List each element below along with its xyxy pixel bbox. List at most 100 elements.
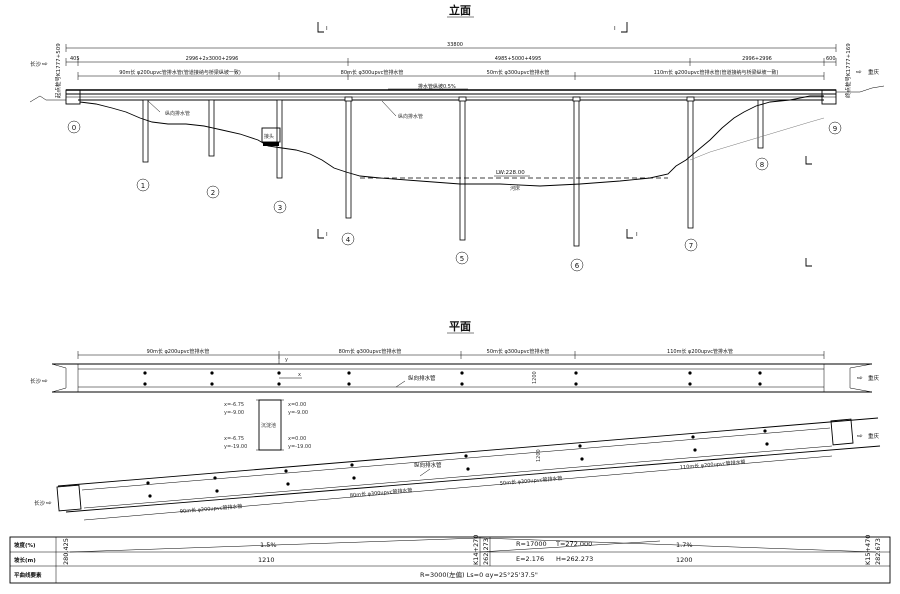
- plan-bottom-note-3: 50m长 φ300upvc管排水管: [500, 475, 563, 487]
- pier-number-1: 1: [136, 178, 150, 192]
- drain-label-left: 纵向排水管: [165, 110, 190, 117]
- curve-t: T=272.000: [555, 540, 592, 548]
- axis-x-label: x: [298, 372, 301, 378]
- axis-y-label: y: [285, 357, 288, 363]
- plan-pipe-note-2: 80m长 φ300upvc管排水管: [339, 348, 402, 355]
- svg-text:7: 7: [689, 242, 693, 250]
- plan-pipe-note-3: 50m长 φ300upvc管排水管: [487, 348, 550, 355]
- sump-label: 沉淀池: [261, 422, 276, 429]
- left-end-dim: 405: [70, 56, 80, 62]
- left-arrow-icon: ⇨: [42, 60, 48, 68]
- terrain: LW:228.00 河床: [79, 95, 825, 192]
- span-dimensions: 405 2996+2x3000+2996 4985+5000+4995 2996…: [65, 56, 837, 66]
- right-elevation: 282.673: [874, 538, 882, 565]
- plan-right-arrow-icon: ⇨: [857, 374, 863, 382]
- section-mark-label: I: [326, 26, 328, 32]
- slope-1: 1.5%: [260, 541, 277, 549]
- row-length: 坡长(m): [14, 556, 36, 564]
- right-end-dim: 600: [826, 56, 836, 62]
- coord-y1: y=-9.00: [224, 410, 244, 416]
- drain-label-mid: 纵向排水管: [398, 113, 423, 120]
- plan-pipe-note-1: 90m长 φ200upvc管排水管: [147, 348, 210, 355]
- section-mark-label: I: [636, 232, 638, 238]
- pipe-note-2: 80m长 φ300upvc管排水管: [341, 69, 404, 76]
- slope-2: 1.7%: [676, 541, 693, 549]
- start-station: 起点桩号K1777+509: [54, 43, 62, 98]
- abutment-left: [65, 89, 81, 105]
- span-dim-1: 2996+2x3000+2996: [186, 56, 239, 62]
- svg-text:1: 1: [141, 182, 145, 190]
- pier-number-0: 0: [67, 120, 81, 134]
- pvi-station: K14+270: [472, 535, 480, 565]
- pier-number-7: 7: [684, 238, 698, 252]
- pier-number-8: 8: [755, 157, 769, 171]
- curve-h: H=262.273: [556, 555, 593, 563]
- section-mark-label: I: [326, 232, 328, 238]
- svg-text:3: 3: [278, 204, 282, 212]
- row-curve: 平曲线要素: [14, 571, 42, 579]
- water-level: LW:228.00: [496, 170, 525, 176]
- plan-view: 平面 90m长 φ200upvc管排水管 80m长 φ300upvc管排水管 5…: [30, 320, 881, 521]
- plan-skew-bridge: 纵向排水管 1200 长沙 ⇨ ⇨ 重庆 90m长 φ200upvc管排水管 8…: [34, 417, 881, 521]
- pipe-note-4: 110m长 φ200upvc管排水管(管道接纳与桥梁纵坡一致): [654, 69, 779, 76]
- svg-text:2: 2: [211, 189, 215, 197]
- pipe-dimensions: 90m长 φ200upvc管排水管(管道接纳与桥梁纵坡一致) 80m长 φ300…: [77, 69, 825, 80]
- curve-e: E=2.176: [516, 555, 544, 563]
- section-mark-label: I: [614, 26, 616, 32]
- pipe-note-1: 90m长 φ200upvc管排水管(管道接纳与桥梁纵坡一致): [119, 69, 241, 76]
- svg-text:5: 5: [460, 255, 464, 263]
- bridge-deck: 排水管纵坡0.5%: [29, 83, 885, 105]
- pier-number-2: 2: [206, 185, 220, 199]
- pier-5: [459, 99, 466, 241]
- row-slope: 坡度(%): [14, 541, 36, 549]
- pvi-elevation: 262.273: [482, 538, 490, 565]
- pier-3: [276, 99, 283, 179]
- left-direction: 长沙: [30, 60, 42, 68]
- plan-left-dir-top: 长沙: [30, 377, 42, 385]
- span-dim-3: 2996+2996: [742, 56, 772, 62]
- coord-x1: x=-6.75: [224, 402, 244, 408]
- length-2: 1200: [676, 556, 693, 564]
- pier-number-4: 4: [341, 232, 355, 246]
- coord-y2: y=-9.00: [288, 410, 308, 416]
- plan-width-bottom: 1200: [536, 449, 542, 462]
- pier-8: [757, 99, 764, 149]
- plan-left-arrow-icon: ⇨: [42, 377, 48, 385]
- pier-numbers: 0 1 2 3 4 5 6 7 8 9: [67, 120, 842, 272]
- pier-number-5: 5: [455, 251, 469, 265]
- joint-detail: 接头: [261, 127, 281, 146]
- riverbed-label: 河床: [510, 185, 520, 192]
- overall-length: 33800: [447, 42, 463, 48]
- svg-text:9: 9: [833, 125, 837, 133]
- plan-drain-label-top: 纵向排水管: [408, 374, 436, 382]
- right-arrow-icon: ⇨: [856, 68, 862, 76]
- abutment-right: [821, 89, 837, 105]
- left-elevation: 280.425: [62, 538, 70, 565]
- sump: 沉淀池: [256, 399, 284, 451]
- plan-straight-bridge: 纵向排水管 1200 长沙 ⇨ ⇨ 重庆: [30, 363, 880, 393]
- horizontal-curve: R=3000(左偏) Ls=0 αy=25°25'37.5": [420, 570, 538, 579]
- overall-dimension: 33800: [65, 42, 837, 52]
- coord-y4: y=-19.00: [288, 444, 311, 450]
- right-direction: 重庆: [868, 68, 880, 76]
- plan-drain-label-bottom: 纵向排水管: [414, 461, 442, 469]
- svg-text:6: 6: [575, 262, 580, 270]
- pier-number-6: 6: [570, 258, 584, 272]
- plan-bottom-note-4: 110m长 φ200upvc管排水管: [680, 459, 746, 471]
- section-marks: I I I I: [317, 22, 812, 267]
- plan-top-dimensions: 90m长 φ200upvc管排水管 80m长 φ300upvc管排水管 50m长…: [77, 348, 825, 359]
- plan-right-dir-bottom: 重庆: [868, 432, 880, 440]
- curve-r: R=17000: [516, 540, 547, 548]
- pier-4: [345, 99, 352, 219]
- pipe-note-3: 50m长 φ300upvc管排水管: [487, 69, 550, 76]
- pier-7: [687, 99, 694, 229]
- plan-right-dir-top: 重庆: [868, 374, 880, 382]
- coord-x2: x=0.00: [288, 402, 306, 408]
- joint-detail-label: 接头: [264, 133, 274, 140]
- span-dim-2: 4985+5000+4995: [495, 56, 542, 62]
- plan-pipe-note-4: 110m长 φ200upvc管排水管: [667, 348, 733, 355]
- coord-x4: x=0.00: [288, 436, 306, 442]
- plan-axes: y x: [278, 356, 302, 379]
- pier-6: [573, 99, 580, 247]
